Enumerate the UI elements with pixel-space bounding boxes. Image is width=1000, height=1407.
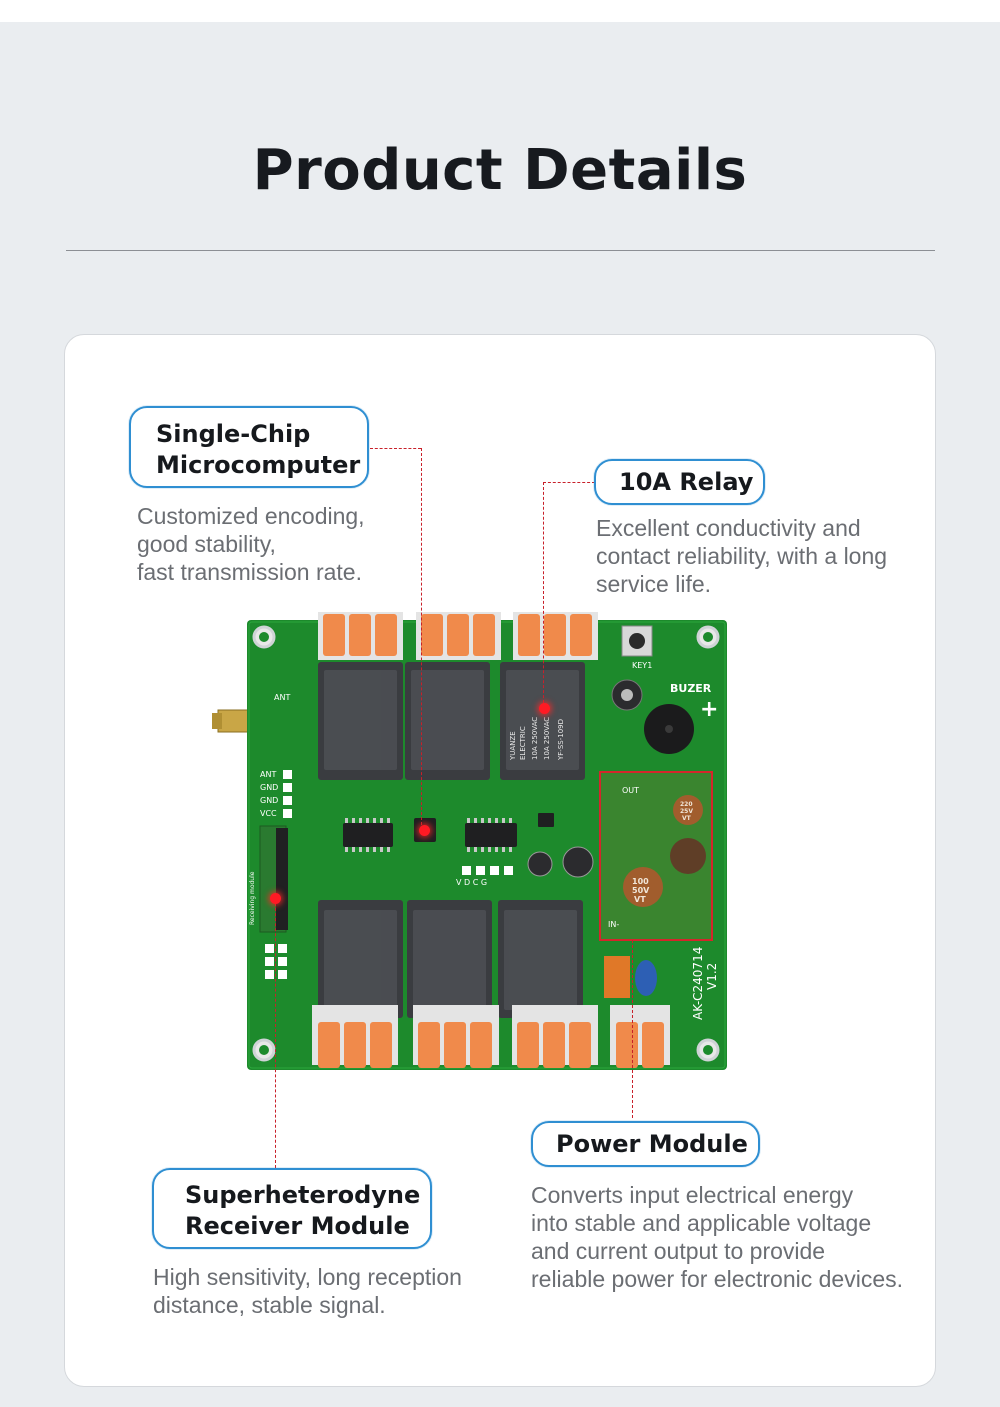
- top-strip: [0, 0, 1000, 22]
- mcu-desc-line-1: Customized encoding,: [137, 503, 365, 529]
- relay-desc-line-2: contact reliability, with a long: [596, 543, 888, 569]
- cap-small-3: VT: [682, 815, 692, 822]
- varistor: [635, 960, 657, 996]
- silk-prog-pins: V D C G: [456, 878, 487, 887]
- receiver-leader-v: [275, 898, 276, 1168]
- silk-receiving-module: Receiving module: [249, 871, 256, 925]
- mcu-leader-v: [421, 448, 422, 830]
- power-desc-line-3: and current output to provide: [531, 1238, 826, 1264]
- silk-pin-2: GND: [260, 783, 278, 792]
- relay-description: Excellent conductivity and contact relia…: [596, 514, 887, 598]
- pin-headers: [265, 770, 513, 979]
- relay-leader-h: [543, 482, 595, 483]
- mcu-dot: [419, 825, 430, 836]
- power-desc-line-1: Converts input electrical energy: [531, 1182, 854, 1208]
- silk-buzzer: BUZER: [670, 682, 712, 695]
- mcu-description: Customized encoding, good stability, fas…: [137, 502, 365, 586]
- cap-small-1: 220: [680, 801, 693, 808]
- silk-rev: V1.2: [705, 963, 719, 990]
- receiver-label-line-2: Receiver Module: [185, 1212, 410, 1240]
- relay-desc-line-1: Excellent conductivity and: [596, 515, 861, 541]
- power-desc-line-2: into stable and applicable voltage: [531, 1210, 872, 1236]
- mcu-label-pill: Single-Chip Microcomputer: [129, 406, 369, 488]
- silk-ant: ANT: [274, 693, 290, 702]
- relay-label-pill: 10A Relay: [594, 459, 765, 505]
- mcu-label-line-2: Microcomputer: [156, 451, 361, 479]
- relay-dot: [539, 703, 550, 714]
- title-divider: [66, 250, 935, 251]
- receiver-description: High sensitivity, long reception distanc…: [153, 1263, 462, 1319]
- power-label: Power Module: [556, 1130, 748, 1158]
- cap-large-3: VT: [634, 895, 646, 904]
- power-desc-line-4: reliable power for electronic devices.: [531, 1266, 904, 1292]
- relay-text-5: YF-SS-109D: [557, 719, 565, 761]
- silk-version: AK-C240714: [691, 947, 705, 1020]
- silk-pin-4: VCC: [260, 809, 277, 818]
- silk-pin-3: GND: [260, 796, 278, 805]
- key-button: [621, 625, 653, 657]
- mcu-desc-line-3: fast transmission rate.: [137, 559, 362, 585]
- mcu-label-line-1: Single-Chip: [156, 420, 311, 448]
- receiver-label-pill: Superheterodyne Receiver Module: [152, 1168, 432, 1249]
- mcu-desc-line-2: good stability,: [137, 531, 276, 557]
- silk-out: OUT: [622, 786, 639, 795]
- cap-large-2: 50V: [632, 886, 650, 895]
- relay-text-1: YUANZE: [509, 731, 517, 761]
- relay-text-3: 10A 250VAC: [531, 717, 539, 760]
- relay-desc-line-3: service life.: [596, 571, 712, 597]
- relay-leader-v: [543, 482, 544, 708]
- relay-text-4: 10A 250VAC: [543, 717, 551, 760]
- page-title: Product Details: [252, 138, 748, 203]
- receiver-dot: [270, 893, 281, 904]
- fuse: [604, 956, 630, 998]
- silk-key: KEY1: [632, 661, 652, 670]
- receiver-desc-line-2: distance, stable signal.: [153, 1292, 386, 1318]
- power-description: Converts input electrical energy into st…: [531, 1181, 903, 1293]
- silk-plus: +: [700, 697, 718, 722]
- power-label-pill: Power Module: [531, 1121, 760, 1167]
- receiver-label-line-1: Superheterodyne: [185, 1181, 421, 1209]
- power-leader-v: [632, 940, 633, 1118]
- cap-large-1: 100: [632, 877, 649, 886]
- cap-small-2: 25V: [680, 808, 693, 815]
- relay-label: 10A Relay: [619, 468, 754, 496]
- relay-text-2: ELECTRIC: [519, 726, 527, 760]
- capacitors: [527, 679, 706, 907]
- silk-in-minus: IN-: [608, 920, 619, 929]
- receiver-desc-line-1: High sensitivity, long reception: [153, 1264, 462, 1290]
- power-module-highlight: [599, 771, 713, 941]
- mcu-leader-h: [370, 448, 421, 449]
- silk-pin-1: ANT: [260, 770, 276, 779]
